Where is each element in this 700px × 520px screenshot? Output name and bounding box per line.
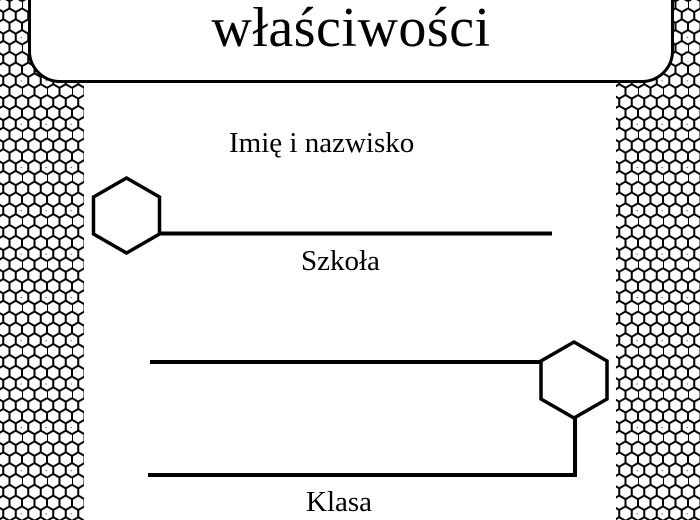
field-label-class: Klasa — [306, 486, 373, 518]
header-banner: właściwości — [28, 0, 674, 83]
page-title: właściwości — [211, 0, 491, 59]
hex-pattern-left — [0, 0, 84, 520]
field-label-school: Szkoła — [301, 245, 380, 277]
field-label-name: Imię i nazwisko — [229, 127, 415, 159]
hex-pattern-right — [616, 0, 700, 520]
class-underline — [148, 418, 577, 477]
hexagon-icon — [539, 339, 609, 421]
hexagon-icon — [91, 175, 162, 256]
